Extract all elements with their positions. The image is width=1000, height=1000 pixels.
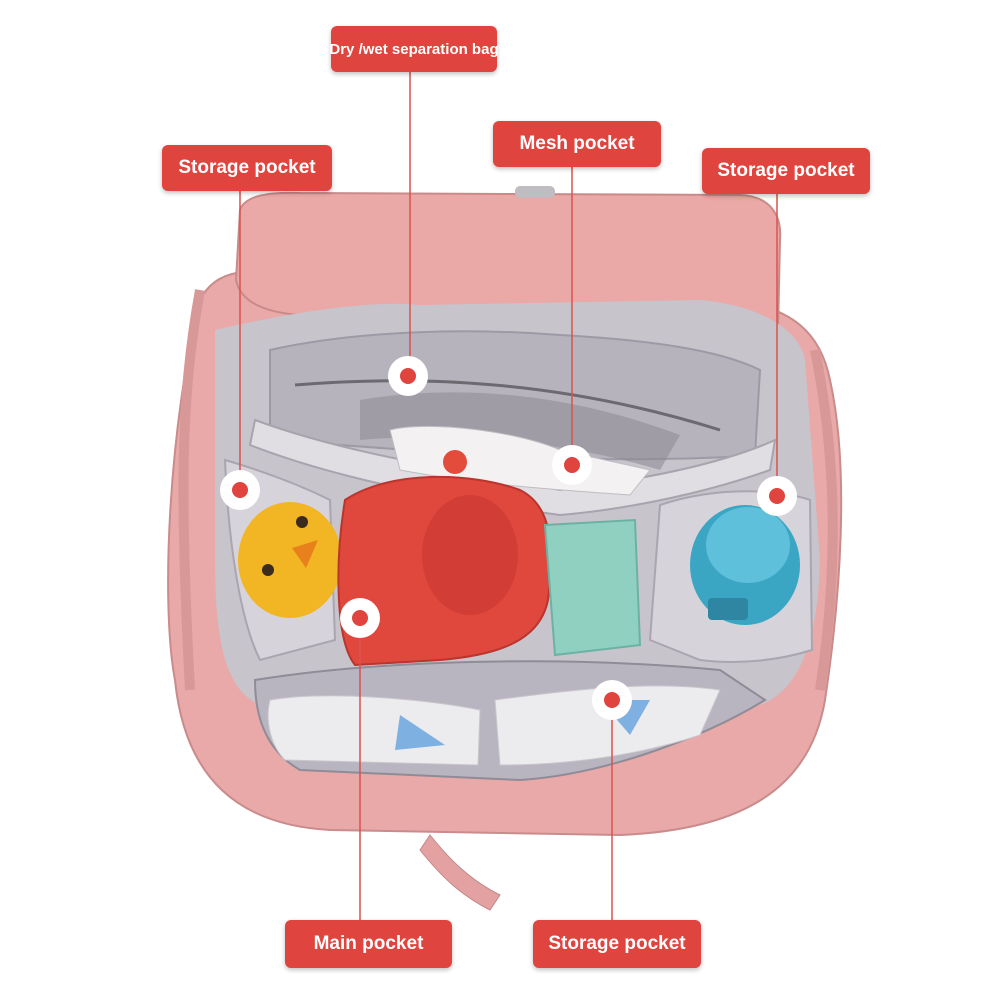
marker-drywet — [388, 356, 428, 396]
bottom-strap — [419, 834, 501, 911]
flap-buckle — [515, 186, 555, 198]
marker-storage-bottom — [592, 680, 632, 720]
duck-beak — [292, 540, 318, 568]
marker-storage-right — [757, 476, 797, 516]
zipper — [294, 379, 721, 432]
container-lid-handle — [422, 495, 518, 615]
label-mesh-pocket: Mesh pocket — [493, 121, 661, 167]
marker-mesh — [552, 445, 592, 485]
label-storage-pocket-left: Storage pocket — [162, 145, 332, 191]
label-dry-wet-bag: Dry /wet separation bag — [329, 26, 499, 72]
diaper-2 — [494, 685, 721, 766]
duck-eye-right — [296, 516, 308, 528]
mesh-area — [360, 392, 680, 470]
drawstring-right — [810, 349, 838, 691]
duck-eye-left — [262, 564, 274, 576]
label-main-pocket: Main pocket — [285, 920, 452, 968]
bottle-clip — [708, 598, 748, 620]
drawstring-left — [178, 289, 205, 691]
label-storage-pocket-bottom: Storage pocket — [533, 920, 701, 968]
label-storage-pocket-right: Storage pocket — [702, 148, 870, 194]
diaper-print-1 — [395, 715, 445, 750]
diaper-1 — [267, 695, 481, 766]
rubber-duck-icon — [238, 502, 342, 618]
bottle-cap-top — [706, 507, 790, 583]
cloth-print — [443, 450, 467, 474]
marker-main — [340, 598, 380, 638]
wipes-pack-icon — [543, 518, 642, 657]
marker-storage-left — [220, 470, 260, 510]
